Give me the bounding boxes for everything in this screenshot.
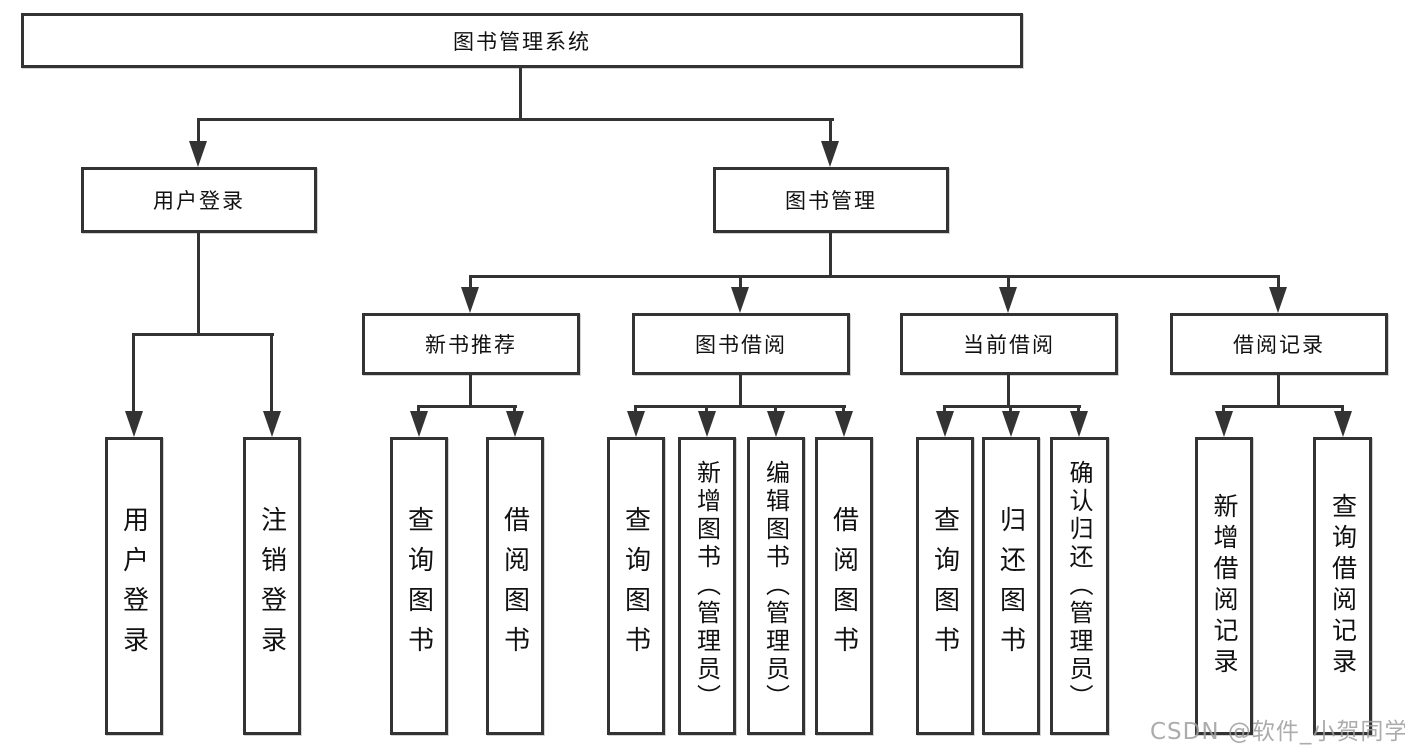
leaf-logout: 注销登录 [243, 437, 301, 735]
arrow-down-icon [999, 287, 1017, 313]
leaf-query-books-borrow: 查询图书 [607, 437, 665, 735]
connector-line [132, 333, 135, 417]
arrow-down-icon [835, 411, 853, 437]
leaf-user-login: 用户登录 [105, 437, 163, 735]
node-borrow-records: 借阅记录 [1170, 313, 1388, 375]
connector-line [197, 118, 200, 144]
watermark: CSDN @软件_小贺同学 [1150, 719, 1405, 745]
connector-line [739, 275, 742, 293]
node-current-borrow: 当前借阅 [900, 313, 1118, 375]
connector-line [469, 275, 472, 293]
arrow-down-icon [125, 411, 143, 437]
leaf-label: 注销登录 [256, 506, 287, 666]
leaf-add-book-admin: 新增图书（管理员） [678, 437, 736, 735]
arrow-down-icon [1002, 411, 1020, 437]
arrow-down-icon [731, 287, 749, 313]
connector-line [1277, 275, 1280, 293]
node-book-management: 图书管理 [713, 167, 949, 233]
arrow-down-icon [410, 411, 428, 437]
leaf-add-borrow-record: 新增借阅记录 [1195, 437, 1253, 735]
leaf-query-books-current: 查询图书 [916, 437, 974, 735]
arrow-down-icon [936, 411, 954, 437]
leaf-borrow-books: 借阅图书 [815, 437, 873, 735]
connector-line [519, 68, 522, 120]
leaf-label: 查询图书 [403, 506, 434, 666]
arrow-down-icon [1269, 287, 1287, 313]
leaf-confirm-return-admin: 确认归还（管理员） [1050, 437, 1109, 735]
connector-line [469, 375, 472, 407]
connector-line [417, 405, 517, 408]
connector-line [197, 233, 200, 335]
arrow-down-icon [1070, 411, 1088, 437]
connector-line [1222, 405, 1344, 408]
leaf-return-book: 归还图书 [982, 437, 1040, 735]
leaf-label: 查询图书 [929, 506, 960, 666]
leaf-label: 查询借阅记录 [1328, 493, 1358, 679]
leaf-borrow-books-recommend: 借阅图书 [486, 437, 544, 735]
arrow-down-icon [627, 411, 645, 437]
connector-line [197, 118, 834, 121]
leaf-edit-book-admin: 编辑图书（管理员） [747, 437, 805, 735]
arrow-down-icon [506, 411, 524, 437]
leaf-query-borrow-record: 查询借阅记录 [1313, 437, 1372, 735]
arrow-down-icon [1334, 411, 1352, 437]
arrow-down-icon [698, 411, 716, 437]
leaf-query-books-recommend: 查询图书 [390, 437, 448, 735]
leaf-label: 新增借阅记录 [1210, 493, 1239, 679]
connector-line [270, 333, 273, 417]
connector-line [634, 405, 846, 408]
arrow-down-icon [767, 411, 785, 437]
connector-line [1007, 275, 1010, 293]
leaf-label: 归还图书 [995, 506, 1026, 666]
leaf-label: 用户登录 [118, 506, 149, 666]
arrow-down-icon [189, 141, 207, 167]
node-book-borrow: 图书借阅 [632, 313, 850, 375]
leaf-label: 借阅图书 [828, 506, 859, 666]
leaf-label: 借阅图书 [499, 506, 530, 666]
arrow-down-icon [1215, 411, 1233, 437]
arrow-down-icon [461, 287, 479, 313]
leaf-label: 编辑图书（管理员） [761, 460, 790, 712]
node-new-book-recommend: 新书推荐 [362, 313, 580, 375]
arrow-down-icon [263, 411, 281, 437]
connector-line [1277, 375, 1280, 407]
connector-line [469, 275, 1280, 278]
arrow-down-icon [821, 141, 839, 167]
connector-line [1007, 375, 1010, 407]
node-user-login: 用户登录 [81, 167, 317, 233]
connector-line [829, 233, 832, 277]
connector-line [132, 333, 274, 336]
leaf-label: 新增图书（管理员） [692, 460, 721, 712]
connector-line [739, 375, 742, 407]
connector-line [943, 405, 1081, 408]
connector-line [829, 118, 832, 144]
leaf-label: 查询图书 [620, 506, 651, 666]
leaf-label: 确认归还（管理员） [1065, 460, 1093, 712]
node-root: 图书管理系统 [21, 13, 1023, 68]
